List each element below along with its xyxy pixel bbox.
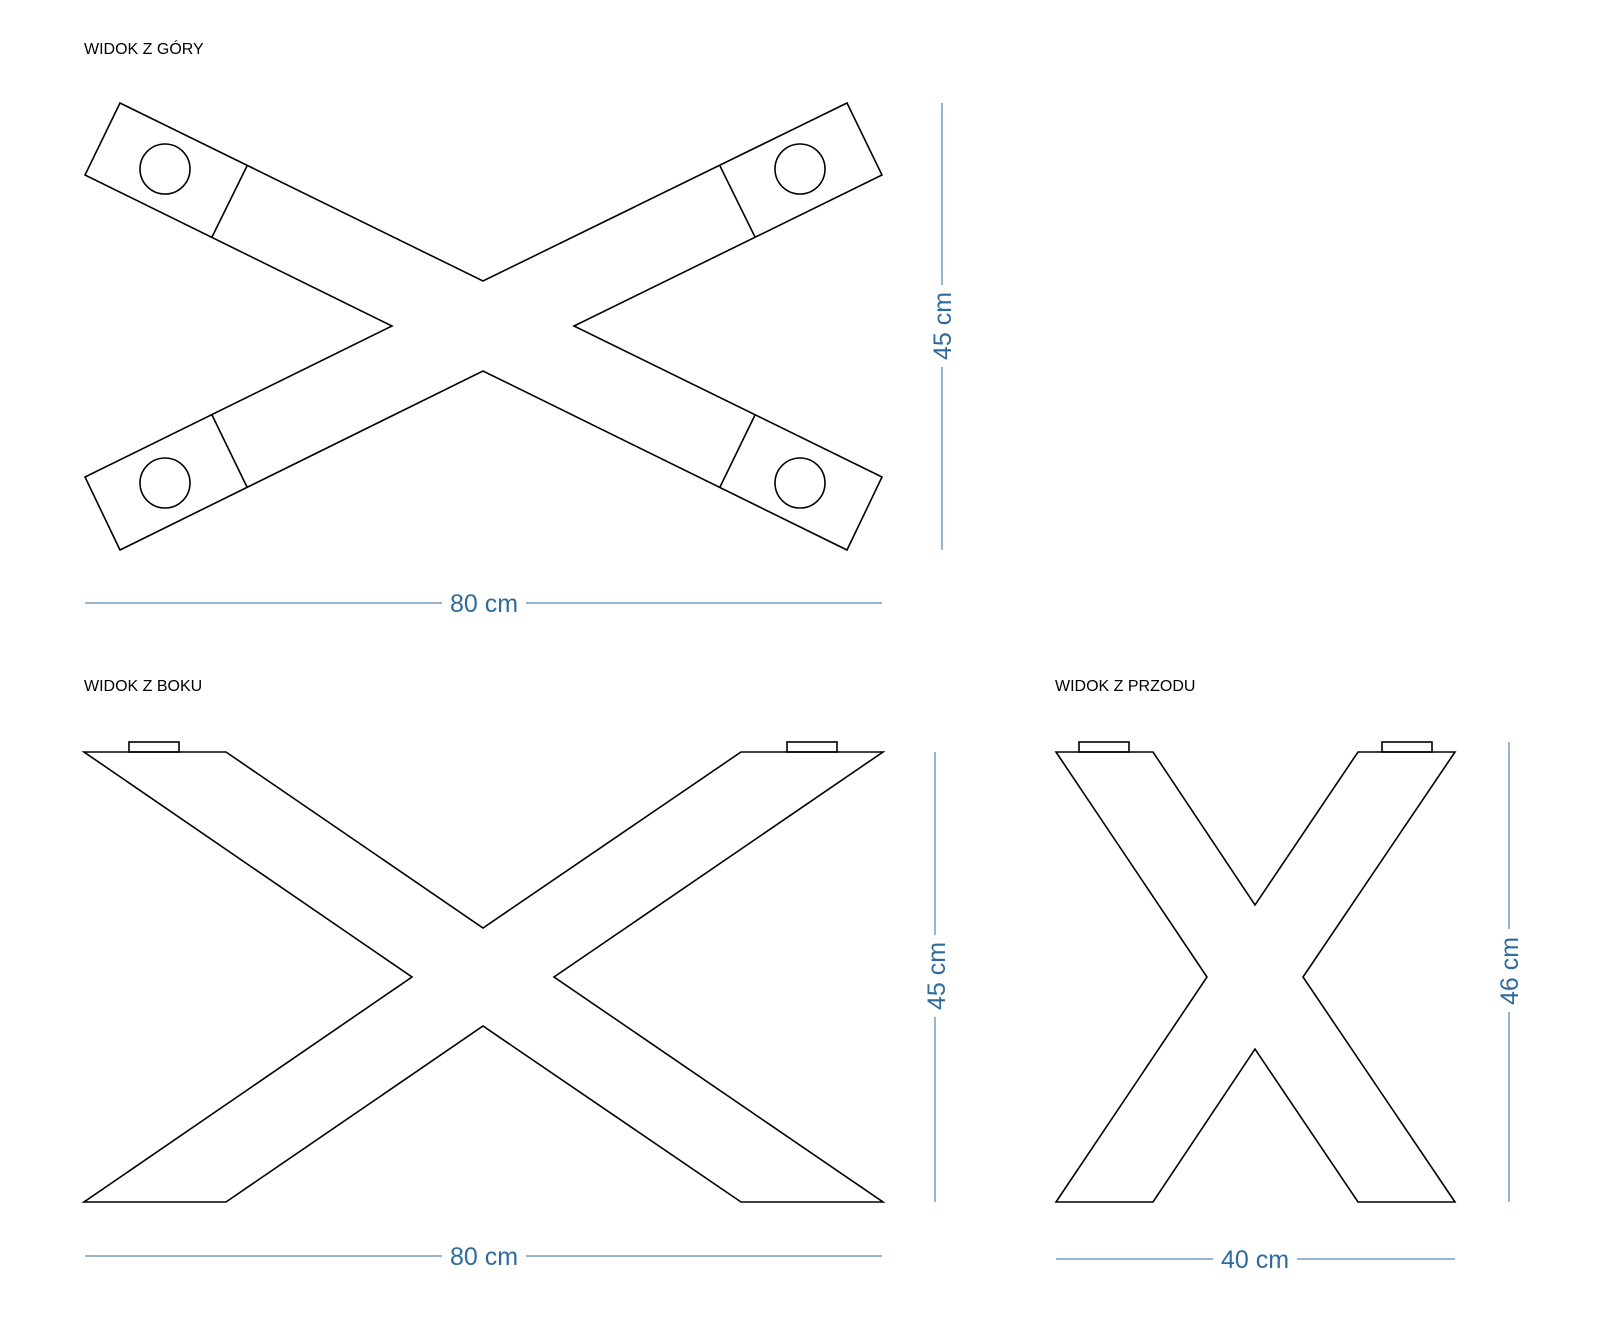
top-depth-label: 45 cm — [929, 292, 957, 360]
front-view-outline — [1054, 751, 1457, 1203]
top-view-title: WIDOK Z GÓRY — [84, 39, 204, 58]
top-view: WIDOK Z GÓRY 80 cm 45 cm — [83, 39, 957, 618]
mounting-plate — [786, 741, 838, 753]
front-view-title: WIDOK Z PRZODU — [1055, 678, 1195, 695]
mounting-plate — [128, 741, 180, 753]
front-height-dimension: 46 cm — [1496, 742, 1524, 1202]
mounting-hole — [139, 143, 191, 195]
top-depth-dimension: 45 cm — [929, 103, 957, 550]
mounting-plate — [1381, 741, 1433, 753]
side-width-dimension: 80 cm — [85, 1243, 882, 1271]
front-width-label: 40 cm — [1221, 1246, 1289, 1274]
mounting-plate — [1078, 741, 1130, 753]
mounting-plate-divider — [719, 414, 756, 488]
mounting-plate-divider — [211, 165, 248, 238]
mounting-hole — [774, 143, 826, 195]
front-view: WIDOK Z PRZODU 40 cm 46 cm — [1054, 678, 1524, 1274]
top-view-outline — [83, 101, 884, 552]
front-height-label: 46 cm — [1496, 937, 1524, 1005]
mounting-plate-divider — [719, 165, 756, 238]
top-width-dimension: 80 cm — [85, 590, 882, 618]
mounting-plate-divider — [211, 414, 248, 488]
side-height-dimension: 45 cm — [923, 752, 951, 1202]
top-width-label: 80 cm — [450, 590, 518, 618]
side-view-title: WIDOK Z BOKU — [84, 678, 202, 695]
side-view-outline — [81, 751, 886, 1203]
side-view: WIDOK Z BOKU 80 cm 45 cm — [81, 678, 951, 1271]
side-height-label: 45 cm — [923, 942, 951, 1010]
mounting-hole — [139, 457, 191, 509]
mounting-hole — [774, 457, 826, 509]
front-width-dimension: 40 cm — [1056, 1246, 1455, 1274]
side-width-label: 80 cm — [450, 1243, 518, 1271]
